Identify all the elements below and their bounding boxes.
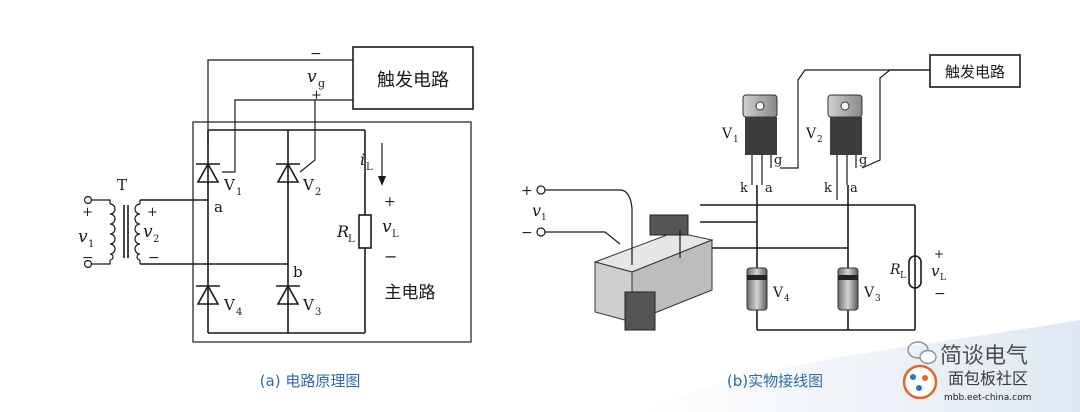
v2-sub-a: 2	[153, 234, 159, 245]
v1-label-b: v	[532, 201, 541, 220]
vl-label-b: v	[931, 262, 940, 280]
v1-minus-a: −	[82, 250, 94, 266]
k-label-2: k	[824, 181, 832, 196]
v1-plus-a: +	[82, 205, 93, 220]
v1-sub: 1	[236, 187, 242, 198]
watermark-logo-text: 面包板社区	[948, 369, 1028, 388]
vl-plus-b: +	[934, 247, 944, 261]
v4-label-b: V	[772, 285, 784, 301]
transformer-3d	[593, 208, 714, 331]
v1-plus-b: +	[521, 183, 533, 199]
vg-label: v	[307, 67, 317, 87]
gate-wire-b2	[861, 69, 930, 169]
vl-label-a: v	[382, 217, 392, 237]
gate-wire-b1	[780, 69, 930, 169]
rl-label-a: R	[336, 222, 349, 241]
v4-label: V	[223, 296, 236, 314]
thyristor-v2: V 2	[276, 162, 321, 198]
v3-sub: 3	[315, 307, 321, 318]
v1-label-a: v	[78, 227, 88, 247]
vl-plus-a: +	[384, 194, 396, 210]
node-b: b	[293, 263, 303, 281]
input-wire-minus	[545, 231, 621, 245]
v3-sub-b: 3	[875, 294, 881, 304]
v1-label-b: V	[721, 126, 733, 142]
v3-label-b: V	[863, 285, 875, 301]
trigger-circuit-label-b: 触发电路	[945, 63, 1005, 81]
main-circuit-label: 主电路	[385, 283, 436, 303]
diode-package-v3	[837, 267, 859, 311]
thyristor-package-v1	[742, 94, 778, 185]
a-label-2: a	[850, 181, 858, 196]
input-terminal-minus	[536, 227, 546, 237]
thyristor-v1: V 1	[196, 162, 242, 198]
diode-v3: V 3	[276, 284, 321, 318]
vl-minus-a: −	[384, 247, 397, 266]
v4-sub: 4	[236, 307, 242, 318]
g-label-1: g	[774, 153, 782, 168]
transformer-label: T	[117, 176, 127, 194]
v2-plus-a: +	[147, 205, 158, 220]
transformer-secondary	[134, 200, 141, 264]
v2-label: V	[302, 176, 315, 194]
load-resistor-a	[358, 214, 372, 249]
watermark: 简谈电气 面包板社区 mbb.eet-china.com	[902, 341, 1031, 403]
trigger-circuit-box-b	[929, 54, 1021, 88]
trigger-circuit-box-a	[352, 46, 474, 110]
vg-plus: +	[311, 88, 322, 103]
v2-minus-a: −	[148, 250, 160, 266]
input-terminal-plus	[536, 185, 546, 195]
rl-sub-a: L	[348, 234, 355, 245]
v1-sub-b-in: 1	[541, 213, 547, 223]
current-arrow-head	[378, 176, 386, 186]
v1-sub-a: 1	[88, 239, 94, 250]
vg-minus: −	[310, 46, 322, 62]
node-a: a	[214, 198, 223, 216]
background-wave	[640, 320, 1080, 412]
rl-label-b: R	[889, 262, 901, 278]
v2-sub-b: 2	[817, 135, 823, 145]
a-label-1: a	[765, 181, 773, 196]
v1-label: V	[223, 176, 236, 194]
trigger-circuit-label-a: 触发电路	[377, 70, 449, 91]
transformer-primary	[83, 195, 116, 269]
mbb-logo-icon	[902, 364, 938, 400]
wiring-b: 触发电路 V 1 g a k V 2 g a k	[521, 54, 1021, 390]
v1-sub-b: 1	[733, 135, 739, 145]
v4-sub-b: 4	[784, 294, 790, 304]
v3-label: V	[302, 296, 315, 314]
v2-label-a: v	[143, 222, 153, 242]
wechat-icon	[907, 341, 937, 365]
g-label-2: g	[859, 153, 867, 168]
caption-a: (a) 电路原理图	[260, 372, 361, 390]
main-circuit-frame	[192, 121, 472, 343]
diode-package-v4	[746, 267, 768, 311]
schematic-a: 触发电路 主电路 − v g + V 1 V 2	[78, 46, 474, 390]
vl-sub-b: L	[940, 273, 946, 283]
watermark-site: mbb.eet-china.com	[944, 393, 1031, 403]
gate-wire-2	[222, 99, 353, 173]
vl-sub-a: L	[392, 229, 399, 240]
v2-label-b: V	[805, 126, 817, 142]
il-label: i	[360, 150, 365, 169]
il-sub: L	[366, 162, 373, 173]
thyristor-package-v2	[827, 94, 863, 200]
v2-sub: 2	[315, 187, 321, 198]
vg-sub: g	[318, 77, 325, 90]
v1-minus-b: −	[521, 225, 533, 241]
diode-v4: V 4	[196, 284, 242, 318]
watermark-name: 简谈电气	[940, 344, 1028, 369]
input-wire-plus	[545, 189, 633, 209]
load-resistor-b	[908, 255, 922, 289]
rl-sub-b: L	[900, 271, 906, 281]
k-label-1: k	[740, 181, 748, 196]
gate-wire-1	[207, 59, 353, 148]
caption-b: (b)实物接线图	[727, 372, 823, 390]
vl-minus-b: −	[934, 286, 946, 302]
gate-wire-3	[299, 100, 316, 173]
